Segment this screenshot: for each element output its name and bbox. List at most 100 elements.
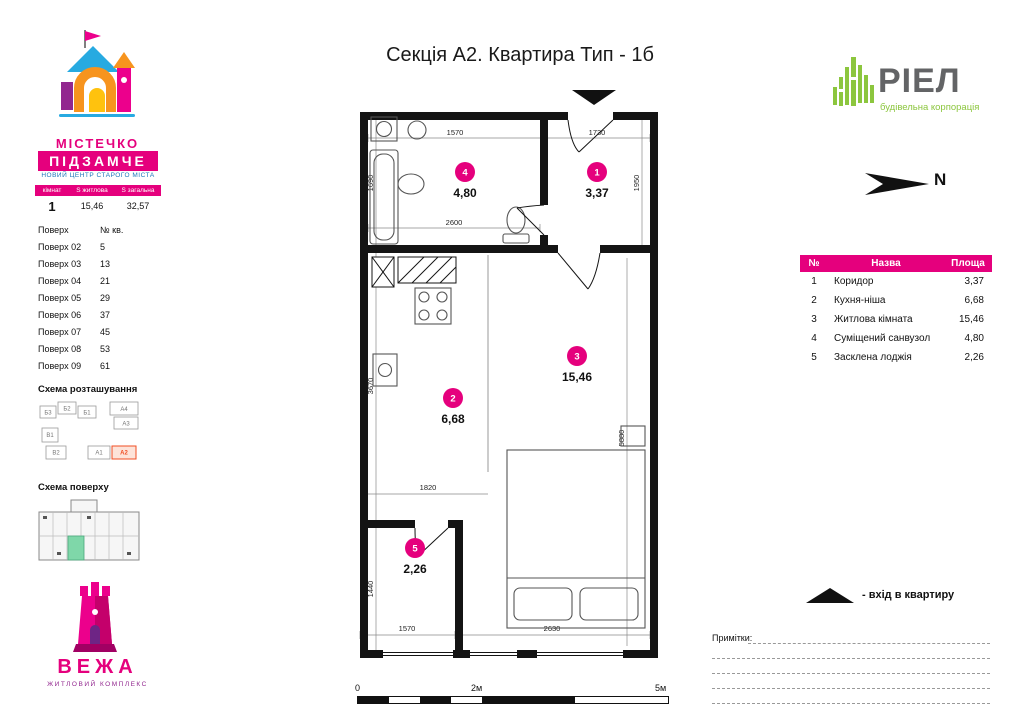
col-header-area: Площа	[951, 258, 985, 269]
cell-name: Суміщений санвузол	[834, 333, 931, 344]
cell-area: 2,26	[964, 352, 984, 363]
cell-num: 5	[811, 352, 817, 363]
room-badge	[587, 162, 607, 182]
scale-bar-strip	[357, 696, 669, 704]
block-label: Б2	[63, 407, 71, 413]
apt-number: 29	[100, 292, 111, 303]
block-label-highlighted: А2	[120, 451, 128, 457]
dim-label: 1570	[447, 128, 464, 137]
room-number: 3	[574, 352, 579, 363]
entrance-legend-icon	[806, 588, 854, 603]
north-arrow-icon	[865, 173, 929, 195]
dim-label: 1730	[589, 128, 606, 137]
apt-number: 37	[100, 309, 111, 320]
notes-line	[712, 688, 990, 689]
list-item: Поверх 05 29	[38, 289, 156, 306]
dim-label: 1440	[366, 581, 375, 598]
notes-label: Примітки:	[712, 633, 753, 643]
vezha-subtitle: ЖИТЛОВИЙ КОМПЛЕКС	[47, 681, 148, 688]
cell-num: 2	[811, 295, 817, 306]
doors	[414, 119, 614, 557]
apt-number: 21	[100, 275, 111, 286]
apt-number: 13	[100, 258, 111, 269]
summary-values: 1 15,46 32,57	[35, 196, 161, 216]
cell-area: 15,46	[958, 314, 984, 325]
col-header-name: Назва	[871, 258, 901, 269]
fixtures	[369, 116, 646, 629]
location-scheme: Б3 Б2 Б1 А4 А3 В1 В2 А1 А2	[39, 401, 139, 460]
apt-number: 53	[100, 343, 111, 354]
table-row: 1 Коридор 3,37	[800, 272, 992, 291]
floor-label: Поверх 05	[38, 292, 82, 303]
floor-scheme-thumbnail	[38, 499, 140, 561]
cell-area: 6,68	[964, 295, 984, 306]
floor-plan: 1570 1730 2600 1690 3670 1440 1950 5880 …	[359, 112, 658, 658]
riel-logo-icon	[833, 57, 874, 106]
notes-line	[712, 673, 990, 674]
vezha-tower-icon	[73, 582, 117, 652]
dim-label: 3670	[366, 378, 375, 395]
notes-line	[712, 703, 990, 704]
cell-area: 4,80	[964, 333, 984, 344]
entrance-legend-text: - вхід в квартиру	[862, 589, 955, 601]
floor-label: Поверх 09	[38, 360, 82, 371]
col-header-num: №	[808, 258, 820, 269]
walls	[360, 112, 658, 658]
scale-mid: 2м	[471, 683, 483, 693]
brand-name: МІСТЕЧКО	[55, 136, 140, 151]
notes-line	[748, 643, 990, 644]
summary-header: кімнат S житлова S загальна	[35, 185, 161, 196]
summary-header-rooms: кімнат	[42, 187, 62, 194]
summary-rooms-value: 1	[48, 198, 56, 214]
bathtub-icon	[369, 149, 399, 245]
dim-label: 1820	[420, 483, 437, 492]
apt-number: 45	[100, 326, 111, 337]
apt-col-header: № кв.	[100, 224, 124, 235]
table-row: 3 Житлова кімната 15,46	[800, 310, 992, 329]
list-item: Поверх 02 5	[38, 238, 156, 255]
cell-num: 1	[811, 276, 817, 287]
entrance-arrow-icon	[572, 90, 616, 105]
scale-end: 5м	[655, 683, 667, 693]
rooms-area-table: № Назва Площа 1 Коридор 3,37 2 Кухня-ніш…	[800, 255, 992, 367]
room-area: 6,68	[441, 412, 465, 426]
floor-label: Поверх 02	[38, 241, 82, 252]
block-label: В2	[52, 451, 60, 457]
dimension-labels: 1570 1730 2600 1690 3670 1440 1950 5880 …	[366, 128, 641, 633]
apt-number: 61	[100, 360, 111, 371]
block-label: А4	[120, 407, 128, 413]
riel-subtitle: будівельна корпорація	[880, 102, 980, 113]
cell-name: Засклена лоджія	[834, 352, 912, 363]
cell-area: 3,37	[964, 276, 984, 287]
dim-label: 1950	[632, 175, 641, 192]
block-label: Б3	[44, 411, 52, 417]
table-row: 4 Суміщений санвузол 4,80	[800, 329, 992, 348]
windows	[383, 650, 623, 658]
kitchen-sink-icon	[372, 353, 398, 387]
room-area: 3,37	[585, 186, 609, 200]
dim-label: 1570	[399, 624, 416, 633]
floor-scheme-title: Схема поверху	[38, 482, 109, 493]
room-area: 15,46	[562, 370, 592, 384]
room-area: 4,80	[453, 186, 477, 200]
floor-label: Поверх 06	[38, 309, 82, 320]
cell-name: Коридор	[834, 276, 874, 287]
cell-num: 4	[811, 333, 817, 344]
floors-col-header: Поверх	[38, 224, 69, 235]
apartment-summary-table: кімнат S житлова S загальна 1 15,46 32,5…	[35, 185, 161, 216]
brand-subname: ПІДЗАМЧЕ	[38, 151, 158, 171]
summary-header-total: S загальна	[121, 187, 155, 194]
apt-number: 5	[100, 241, 106, 252]
washbasin-icon	[397, 173, 425, 195]
room-number: 4	[462, 168, 468, 179]
scale-start: 0	[355, 683, 361, 693]
boiler-icon	[407, 120, 427, 140]
location-scheme-title: Схема розташування	[38, 384, 138, 395]
room-number: 5	[412, 544, 418, 555]
page-title: Секція А2. Квартира Тип - 1б	[386, 44, 654, 66]
